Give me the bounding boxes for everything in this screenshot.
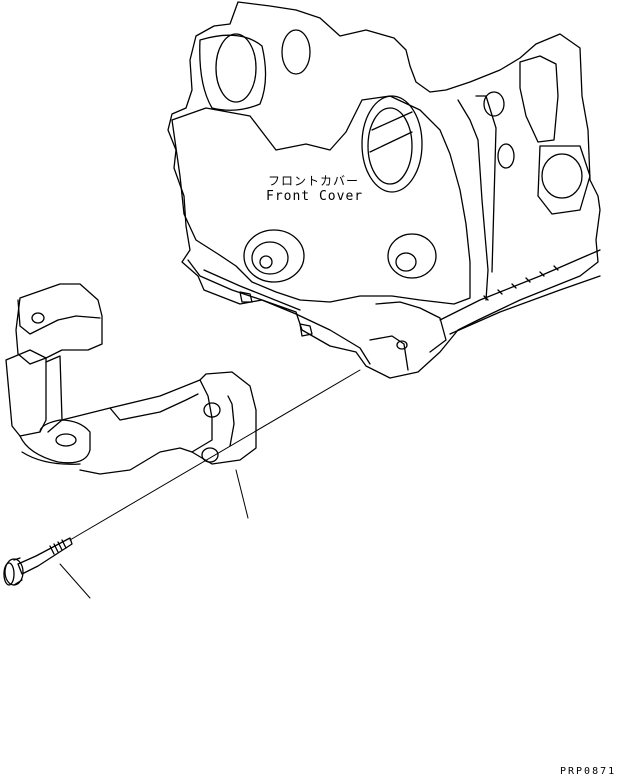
drawing-number: PRP0871	[560, 766, 617, 777]
front-cover-label-jp: フロントカバー	[268, 174, 360, 188]
leader-lines	[59, 369, 361, 599]
flange-bolt	[3, 537, 73, 586]
engine-front-cover	[167, 1, 601, 379]
front-cover-label-en: Front Cover	[266, 189, 364, 204]
engine-support-bracket	[5, 283, 257, 475]
